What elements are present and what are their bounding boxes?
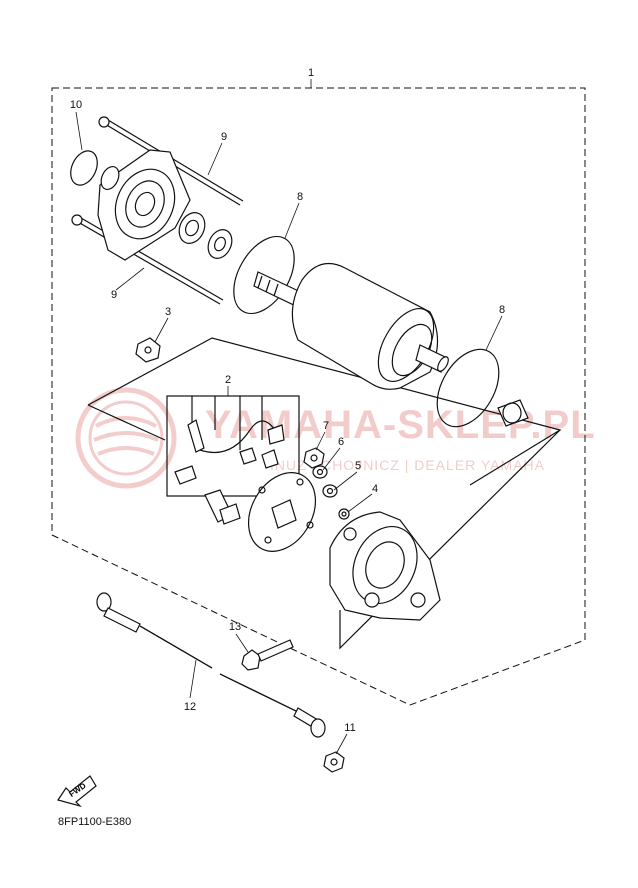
watermark-brand: YAMAHA-SKLEP.PL xyxy=(205,403,596,447)
washer-4 xyxy=(338,508,350,520)
assembly-boundary xyxy=(51,87,586,706)
front-cover xyxy=(97,149,191,261)
leader-lines xyxy=(75,79,503,755)
brush-holder-set xyxy=(166,395,300,525)
needle-bearing xyxy=(497,399,529,427)
bearing xyxy=(178,212,206,244)
brush-plate xyxy=(247,472,317,552)
nut-7 xyxy=(303,447,325,469)
callout-5: 5 xyxy=(355,460,361,472)
callout-3: 3 xyxy=(165,306,171,318)
callout-1: 1 xyxy=(308,67,314,79)
watermark-tagline: INUZ | CHOJNICZ | DEALER YAMAHA xyxy=(270,457,545,473)
callout-2: 2 xyxy=(225,374,231,386)
callout-9-lower: 9 xyxy=(111,289,117,301)
callout-12: 12 xyxy=(184,701,196,713)
callout-10: 10 xyxy=(70,99,82,111)
washer-5 xyxy=(322,484,338,498)
callout-8-lower: 8 xyxy=(499,304,505,316)
callout-13: 13 xyxy=(229,621,241,633)
o-ring-10 xyxy=(70,150,98,186)
callout-11: 11 xyxy=(344,722,355,734)
o-ring-8-lower xyxy=(436,348,500,428)
callout-7: 7 xyxy=(323,420,329,432)
motor-yoke xyxy=(291,262,449,390)
callout-6: 6 xyxy=(338,436,344,448)
starter-cable-12 xyxy=(96,592,326,738)
callouts: 1 2 3 4 5 6 7 8 8 9 9 10 11 12 13 xyxy=(70,67,505,734)
callout-8-upper: 8 xyxy=(297,191,303,203)
terminal-nut-3 xyxy=(135,337,161,363)
inner-bracket-lower xyxy=(87,404,561,650)
callout-9-upper: 9 xyxy=(221,131,227,143)
callout-4: 4 xyxy=(372,483,378,495)
rear-cover xyxy=(329,511,441,621)
drawing-code: 8FP1100-E380 xyxy=(58,816,131,828)
bolt-13 xyxy=(241,639,294,671)
watermark-logo xyxy=(75,387,177,489)
fwd-arrow: FWD xyxy=(57,775,97,808)
seal xyxy=(207,229,233,259)
nut-11 xyxy=(323,751,345,773)
